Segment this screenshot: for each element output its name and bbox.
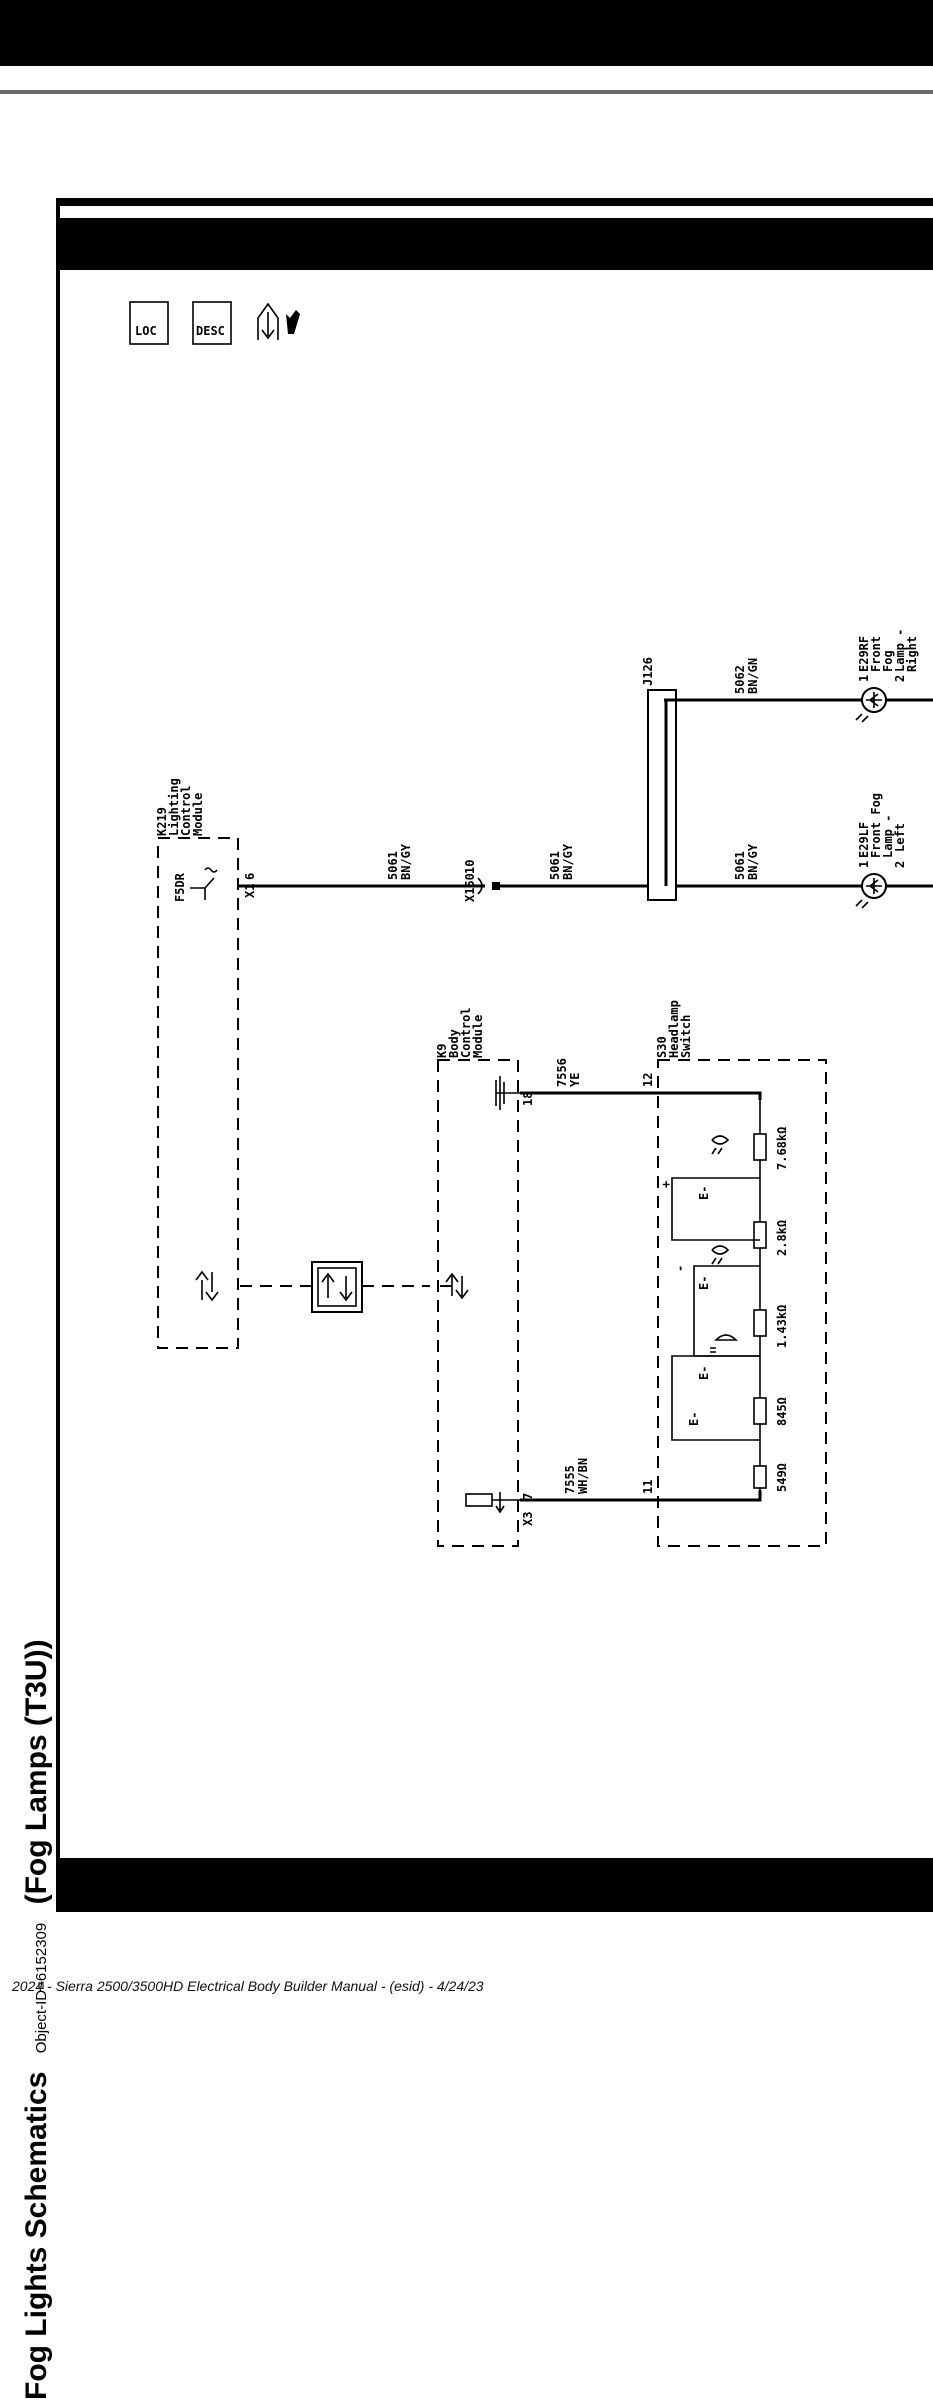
fog-lamp-symbol-front <box>711 1245 730 1265</box>
k219-driver-symbol <box>190 877 215 900</box>
s30-label-1: Headlamp <box>667 1000 681 1058</box>
k219-serial-data-icon <box>195 1270 209 1300</box>
k9-serial-data-icon <box>445 1272 469 1300</box>
serial-data-bus-icon <box>311 1261 363 1313</box>
page-footer: 2024 - Sierra 2500/3500HD Electrical Bod… <box>12 1978 484 1994</box>
k9-id: K9 <box>435 1044 449 1058</box>
wire-5061a-color: BN/GY <box>399 843 413 880</box>
wire-7556-color: YE <box>568 1073 582 1087</box>
wire-5061c-circuit: 5061 <box>733 851 747 880</box>
wire-5061a-circuit: 5061 <box>386 851 400 880</box>
x150-pin: 10 <box>463 860 477 874</box>
switch-contact-3: E- <box>697 1366 711 1380</box>
wire-5061b-circuit: 5061 <box>548 851 562 880</box>
location-icon[interactable]: LOC <box>129 301 169 345</box>
k9-label-1: Body <box>447 1029 461 1058</box>
e29rf-label-4: Right <box>905 636 919 672</box>
e29rf-label-3: Lamp - <box>893 629 907 672</box>
resistor-1-43k-label: 1.43kΩ <box>775 1305 789 1348</box>
wire-5061b-color: BN/GY <box>561 843 575 880</box>
service-icon[interactable] <box>257 302 300 340</box>
e29rf-pin-2: 2 <box>893 675 907 682</box>
resistor-7-68k <box>753 1133 767 1161</box>
e29lf-label-1: Front Fog <box>869 793 883 858</box>
resistor-549 <box>753 1465 767 1489</box>
switch-plus-mark: + <box>659 1181 673 1188</box>
k219-pin: 6 <box>243 873 257 880</box>
switch-contact-4: E- <box>687 1412 701 1426</box>
top-rule <box>0 90 933 94</box>
location-icon-text: LOC <box>135 324 157 338</box>
schematic-footer-strip <box>56 1858 933 1912</box>
headlamp-symbol <box>710 1334 738 1353</box>
k9-pin-18: 18 <box>521 1092 535 1106</box>
e29rf-front-fog-lamp-right: 1 2 E29RF Front Fog Lamp - Right <box>855 629 919 723</box>
x150-id: X150 <box>463 873 477 902</box>
j126-splice-pack: J126 <box>641 657 933 901</box>
schematic-header-strip <box>56 218 933 270</box>
resistor-845-label: 845Ω <box>775 1397 789 1426</box>
k9-body-control-module: K9 Body Control Module 18 X3 7 <box>435 1007 535 1547</box>
wire-7556-circuit: 7556 <box>555 1058 569 1087</box>
s30-headlamp-switch: S30 Headlamp Switch 12 11 7.68kΩ 2.8kΩ 1… <box>610 1000 827 1547</box>
k9-label-3: Module <box>471 1015 485 1058</box>
switch-contact-1: E- <box>697 1186 711 1200</box>
e29lf-pin-1: 1 <box>857 861 871 868</box>
k219-label-2: Control <box>179 785 193 836</box>
e29lf-label-3: Left <box>893 823 907 852</box>
e29lf-label-2: Lamp - <box>881 815 895 858</box>
k219-label-3: Module <box>191 793 205 836</box>
top-black-bar <box>0 0 933 66</box>
j126-id: J126 <box>641 657 655 686</box>
k9-label-2: Control <box>459 1007 473 1058</box>
wire-7555-color: WH/BN <box>576 1458 590 1494</box>
s30-label-2: Switch <box>679 1015 693 1058</box>
s30-id: S30 <box>655 1036 669 1058</box>
wire-5061c-color: BN/GY <box>746 843 760 880</box>
description-icon-text: DESC <box>196 324 225 338</box>
e29lf-front-fog-lamp-left: 1 2 E29LF Front Fog Lamp - Left <box>855 793 907 909</box>
e29rf-label-1: Front <box>869 636 883 672</box>
switch-contact-2: E- <box>697 1276 711 1290</box>
e29rf-pin-1: 1 <box>857 675 871 682</box>
resistor-2-8k <box>753 1221 767 1249</box>
k9-pullup-resistor <box>465 1493 493 1507</box>
fog-lamp-schematic: LOC DESC K219 Lighting Control Module F5… <box>129 301 933 1547</box>
k219-driver-label: F5DR <box>173 872 187 902</box>
wire-7555-circuit: 7555 <box>563 1465 577 1494</box>
e29lf-id: E29LF <box>857 822 871 858</box>
resistor-2-8k-label: 2.8kΩ <box>775 1220 789 1256</box>
schematic-frame <box>56 198 933 1910</box>
fog-lamp-symbol-rear <box>711 1135 730 1155</box>
resistor-1-43k <box>753 1309 767 1337</box>
k9-connector-x3: X3 <box>521 1512 535 1526</box>
resistor-549-label: 549Ω <box>775 1463 789 1492</box>
k219-lighting-control-module: K219 Lighting Control Module F5DR X1 6 <box>155 778 257 1349</box>
e29lf-pin-2: 2 <box>893 861 907 868</box>
s30-pin-11: 11 <box>641 1480 655 1494</box>
switch-minus-mark: - <box>673 1265 687 1272</box>
k219-label-1: Lighting <box>167 778 181 836</box>
description-icon[interactable]: DESC <box>192 301 232 345</box>
wire-5062-circuit: 5062 <box>733 665 747 694</box>
x150-inline-connector: X150 10 <box>463 860 500 902</box>
resistor-7-68k-label: 7.68kΩ <box>775 1127 789 1170</box>
k219-id: K219 <box>155 807 169 836</box>
e29rf-id: E29RF <box>857 636 871 672</box>
k9-pin-7: 7 <box>521 1493 535 1500</box>
resistor-845 <box>753 1397 767 1425</box>
page-title-text: Fog Lights Schematics <box>20 2071 53 2400</box>
e29rf-label-2: Fog <box>881 650 895 672</box>
wire-5062-color: BN/GN <box>746 658 760 694</box>
s30-pin-12: 12 <box>641 1073 655 1087</box>
